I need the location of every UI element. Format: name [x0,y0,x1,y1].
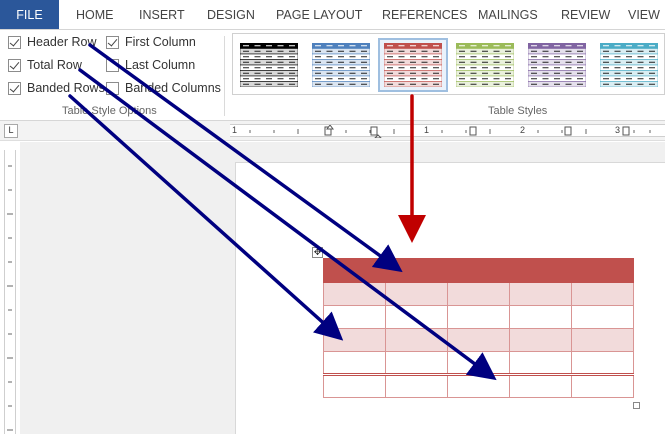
total-row-checkbox[interactable] [8,58,21,72]
table-cell[interactable] [571,258,634,283]
table-style-thumb-black[interactable] [240,43,298,87]
banded-rows-label: Banded Rows [27,81,105,95]
table-style-thumb-purple[interactable] [528,43,586,87]
table-cell[interactable] [447,328,510,352]
table-style-options-group-label: Table Style Options [62,105,157,117]
ruler-bar: L 1 1 2 3 [0,121,665,141]
total-row-label: Total Row [27,58,82,72]
table-cell[interactable] [323,258,386,283]
table-cell[interactable] [447,305,510,329]
ruler-ticks [249,125,651,138]
first-column-checkbox[interactable] [106,35,119,49]
last-column-checkbox[interactable] [106,58,119,72]
tab-view[interactable]: VIEW [628,8,660,22]
table-cell[interactable] [447,258,510,283]
table-row [323,305,634,329]
table-cell[interactable] [323,373,386,398]
table-move-handle-icon[interactable]: ✥ [312,247,323,258]
table-style-thumb-red[interactable] [384,43,442,87]
table-row [323,328,634,352]
tab-page-layout[interactable]: PAGE LAYOUT [276,8,363,22]
table-cell[interactable] [571,328,634,352]
table-cell[interactable] [509,328,572,352]
table-cell[interactable] [447,373,510,398]
table-cell[interactable] [509,258,572,283]
banded-rows-checkbox[interactable] [8,81,21,95]
first-column-option[interactable]: First Column [106,33,196,51]
table-cell[interactable] [571,305,634,329]
table-row [323,351,634,375]
table-cell[interactable] [385,328,448,352]
table-header-row [323,258,634,283]
tab-file[interactable]: FILE [0,0,59,29]
tab-home[interactable]: HOME [76,8,114,22]
ribbon-tab-bar: FILE HOME INSERT DESIGN PAGE LAYOUT REFE… [0,0,665,30]
table-cell[interactable] [323,328,386,352]
table-cell[interactable] [509,305,572,329]
table-row [323,282,634,306]
last-column-option[interactable]: Last Column [106,56,195,74]
vertical-ruler-ticks [7,165,13,431]
table-styles-gallery [232,33,665,95]
header-row-checkbox[interactable] [8,35,21,49]
tab-design[interactable]: DESIGN [207,8,255,22]
table-style-thumb-blue[interactable] [312,43,370,87]
banded-columns-checkbox[interactable] [106,81,119,95]
banded-columns-option[interactable]: Banded Columns [106,79,221,97]
table-cell[interactable] [385,373,448,398]
table-cell[interactable] [571,351,634,375]
table-cell[interactable] [571,373,634,398]
table-cell[interactable] [509,373,572,398]
tab-review[interactable]: REVIEW [561,8,611,22]
table-cell[interactable] [385,305,448,329]
ruler-number: 2 [520,125,526,135]
vertical-ruler[interactable] [4,150,16,434]
table-cell[interactable] [323,351,386,375]
table-cell[interactable] [447,282,510,306]
tab-references[interactable]: REFERENCES [382,8,468,22]
ruler-number: 3 [615,125,621,135]
horizontal-ruler[interactable]: 1 1 2 3 [230,124,665,138]
table-cell[interactable] [509,282,572,306]
table-cell[interactable] [571,282,634,306]
document-table[interactable] [323,258,634,398]
tab-selector[interactable]: L [4,124,18,138]
table-cell[interactable] [323,305,386,329]
table-cell[interactable] [385,351,448,375]
last-column-label: Last Column [125,58,196,72]
table-style-thumb-aqua[interactable] [600,43,658,87]
table-resize-handle-icon[interactable] [633,402,640,409]
banded-columns-label: Banded Columns [125,81,221,95]
table-cell[interactable] [447,351,510,375]
table-cell[interactable] [509,351,572,375]
table-cell[interactable] [385,282,448,306]
header-row-option[interactable]: Header Row [8,33,96,51]
table-styles-group-label: Table Styles [488,105,548,117]
table-cell[interactable] [323,282,386,306]
ribbon-panel: Header Row Total Row Banded Rows First C… [0,30,665,121]
total-row-option[interactable]: Total Row [8,56,82,74]
header-row-label: Header Row [27,35,97,49]
tab-mailings[interactable]: MAILINGS [478,8,538,22]
group-divider [224,36,225,116]
first-column-label: First Column [125,35,196,49]
tab-insert[interactable]: INSERT [139,8,185,22]
banded-rows-option[interactable]: Banded Rows [8,79,105,97]
table-cell[interactable] [385,258,448,283]
table-style-thumb-green[interactable] [456,43,514,87]
table-total-row [323,373,634,398]
